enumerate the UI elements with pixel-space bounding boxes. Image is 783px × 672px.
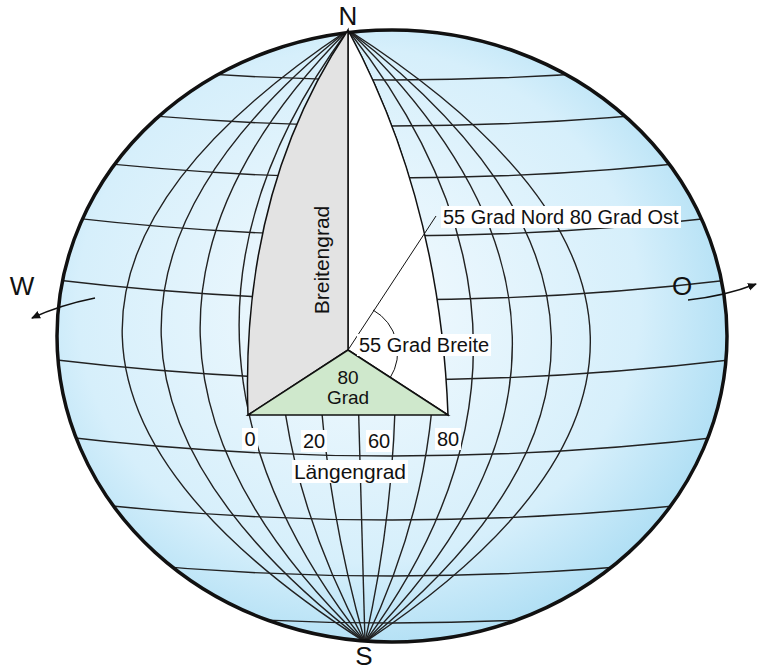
longitude-triangle: 80 Grad xyxy=(248,350,448,415)
grid-line xyxy=(40,58,745,80)
node-text: 80 Grad xyxy=(318,368,378,408)
grid-line xyxy=(40,434,745,456)
grid-line xyxy=(348,30,551,642)
globe-outline xyxy=(57,30,727,642)
west-arrow xyxy=(32,298,95,318)
axis-label: Längengrad xyxy=(292,460,408,483)
tick-label: 80 xyxy=(435,428,461,450)
grid-line xyxy=(348,30,512,642)
compass-north: N xyxy=(339,2,358,31)
node-outline xyxy=(248,350,448,415)
node-outline xyxy=(247,30,348,415)
east-arrow xyxy=(688,284,756,300)
compass-east: O xyxy=(672,272,692,301)
latitude-sector: Breitengrad xyxy=(248,30,348,415)
white-sector xyxy=(348,30,448,415)
grid-line xyxy=(161,30,365,642)
grid-lines xyxy=(40,30,745,642)
grid-line xyxy=(40,601,745,623)
grid-line xyxy=(40,498,745,520)
grid-line xyxy=(40,104,745,126)
tick-label: 60 xyxy=(366,430,392,452)
grid-line xyxy=(200,30,365,642)
tick-label: 20 xyxy=(301,430,327,452)
compass-south: S xyxy=(355,642,372,671)
node-text: Breitengrad xyxy=(310,206,333,315)
compass-west: W xyxy=(10,272,35,301)
tick-label: 0 xyxy=(242,428,257,450)
grid-line xyxy=(239,30,365,642)
grid-line xyxy=(40,554,745,576)
globe-body xyxy=(57,30,727,642)
angle-label: 55 Grad Breite xyxy=(357,334,491,356)
point-label: 55 Grad Nord 80 Grad Ost xyxy=(441,206,681,228)
